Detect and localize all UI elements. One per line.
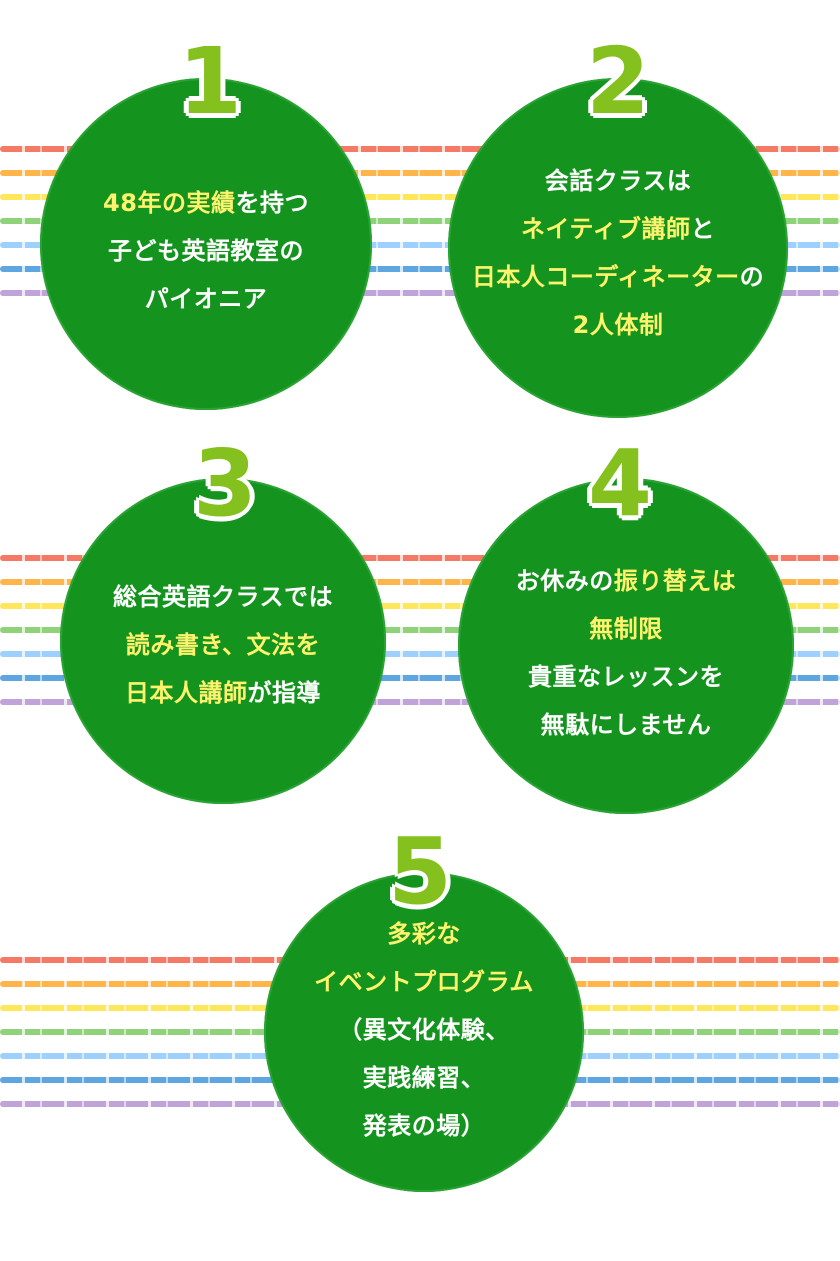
- body-text: 発表の場）: [362, 1112, 486, 1140]
- highlight-text: 日本人コーディネーター: [471, 263, 740, 291]
- stripe-line: [0, 675, 840, 681]
- feature-circle-5: 多彩なイベントプログラム （異文化体験、実践練習、発表の場）: [264, 872, 584, 1192]
- feature-text-line: ネイティブ講師と: [472, 205, 764, 253]
- feature-text-line: お休みの振り替えは: [516, 557, 737, 605]
- stripe-line: [0, 242, 840, 248]
- feature-number-4: 4: [587, 430, 652, 537]
- stripe-line: [0, 194, 840, 200]
- rainbow-stripes-row-1: [0, 146, 840, 296]
- feature-number-2: 2: [585, 28, 650, 135]
- highlight-text: 48年の実績: [103, 189, 236, 217]
- stripe-line: [0, 555, 840, 561]
- stripe-line: [0, 146, 840, 152]
- highlight-text: 読み書き、文法を: [125, 631, 321, 659]
- body-text: 実践練習、: [362, 1064, 486, 1092]
- stripe-line: [0, 627, 840, 633]
- highlight-text: イベントプログラム: [314, 968, 534, 996]
- body-text: 貴重なレッスンを: [528, 663, 724, 691]
- stripe-line: [0, 266, 840, 272]
- body-text: お休みの: [515, 567, 614, 595]
- highlight-text: 日本人講師: [125, 679, 248, 707]
- feature-4-text: お休みの振り替えは無制限貴重なレッスンを無駄にしません: [516, 557, 737, 749]
- stripe-line: [0, 699, 840, 705]
- body-text: 子ども英語教室の: [108, 237, 304, 265]
- feature-text-line: 無駄にしません: [516, 701, 737, 749]
- feature-number-1: 1: [177, 28, 242, 135]
- feature-text-line: 貴重なレッスンを: [516, 653, 737, 701]
- feature-text-line: 子ども英語教室の: [103, 227, 309, 275]
- feature-circle-4: お休みの振り替えは無制限貴重なレッスンを無駄にしません: [458, 478, 794, 814]
- feature-text-line: （異文化体験、: [314, 1006, 534, 1054]
- body-text: 総合英語クラスでは: [112, 583, 334, 611]
- feature-text-line: 発表の場）: [314, 1102, 534, 1150]
- stripe-line: [0, 170, 840, 176]
- body-text: 無駄にしません: [540, 711, 712, 739]
- body-text: の: [739, 263, 765, 291]
- body-text: が指導: [247, 679, 321, 707]
- stripe-line: [0, 579, 840, 585]
- feature-text-line: パイオニア: [103, 275, 309, 323]
- feature-text-line: 多彩な: [314, 910, 534, 958]
- body-text: パイオニア: [144, 285, 268, 313]
- feature-1-text: 48年の実績を持つ子ども英語教室のパイオニア: [103, 179, 309, 323]
- feature-text-line: 総合英語クラスでは: [113, 573, 333, 621]
- body-text: を持つ: [235, 189, 309, 217]
- feature-text-line: 実践練習、: [314, 1054, 534, 1102]
- feature-text-line: 48年の実績を持つ: [103, 179, 309, 227]
- feature-circle-3: 総合英語クラスでは読み書き、文法を日本人講師が指導: [60, 478, 386, 804]
- highlight-text: 2人体制: [572, 311, 664, 339]
- body-text: と: [690, 215, 716, 243]
- feature-number-5: 5: [387, 818, 452, 925]
- feature-text-line: 読み書き、文法を: [113, 621, 333, 669]
- highlight-text: 振り替えは: [613, 567, 737, 595]
- feature-5-text: 多彩なイベントプログラム （異文化体験、実践練習、発表の場）: [314, 910, 534, 1150]
- highlight-text: ネイティブ講師: [520, 215, 691, 243]
- rainbow-stripes-row-2: [0, 555, 840, 705]
- stripe-line: [0, 603, 840, 609]
- feature-number-3: 3: [192, 430, 257, 537]
- feature-text-line: 日本人講師が指導: [113, 669, 333, 717]
- highlight-text: 無制限: [589, 615, 663, 643]
- stripe-line: [0, 290, 840, 296]
- feature-3-text: 総合英語クラスでは読み書き、文法を日本人講師が指導: [113, 573, 333, 717]
- body-text: （異文化体験、: [338, 1016, 510, 1044]
- feature-text-line: イベントプログラム: [314, 958, 534, 1006]
- highlight-text: 多彩な: [387, 920, 461, 948]
- feature-text-line: 2人体制: [472, 301, 764, 349]
- stripe-line: [0, 218, 840, 224]
- body-text: 会話クラスは: [544, 167, 692, 195]
- feature-circle-1: 48年の実績を持つ子ども英語教室のパイオニア: [40, 78, 372, 410]
- feature-text-line: 会話クラスは: [472, 157, 764, 205]
- feature-text-line: 日本人コーディネーターの: [472, 253, 764, 301]
- feature-text-line: 無制限: [516, 605, 737, 653]
- stripe-line: [0, 651, 840, 657]
